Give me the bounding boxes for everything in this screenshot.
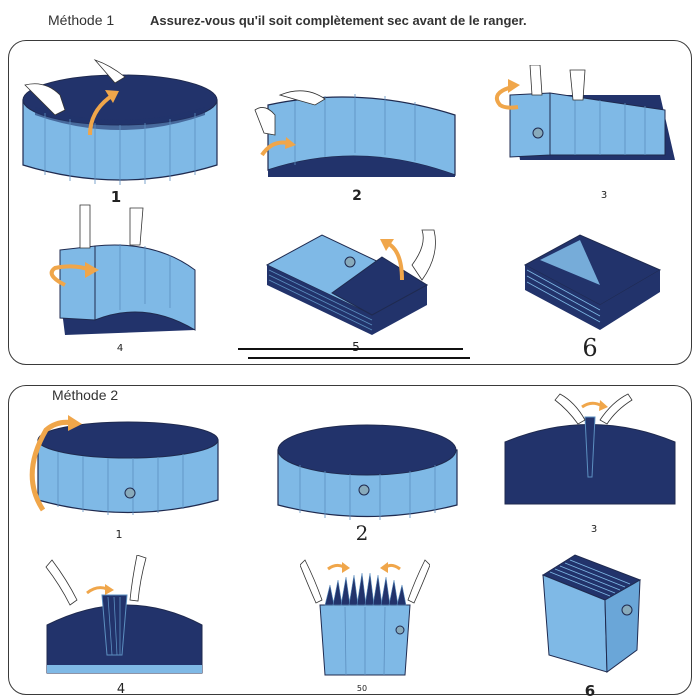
method2-step6-label: 6 [584, 682, 596, 700]
divider-line-lower [248, 357, 470, 359]
method1-subtitle: Assurez-vous qu'il soit complètement sec… [150, 13, 527, 28]
method1-step1-label: 1 [110, 188, 122, 206]
method1-step3-illustration [495, 65, 675, 160]
method1-step2-label: 2 [352, 188, 362, 204]
method1-step2-illustration [254, 90, 456, 177]
method2-step5-illustration [300, 559, 430, 676]
method2-step3-illustration [504, 393, 676, 505]
method2-step4-illustration [45, 555, 203, 674]
method2-step3-label: 3 [590, 524, 598, 535]
method1-step6-label: 6 [582, 334, 598, 362]
method2-step2-label: 2 [355, 521, 369, 545]
method1-title: Méthode 1 [40, 12, 123, 28]
method2-step6-illustration [541, 554, 642, 673]
method2-step2-illustration [277, 424, 458, 520]
method1-step4-label: 4 [116, 343, 124, 354]
divider-line-upper [238, 348, 463, 350]
method2-panel [8, 385, 692, 695]
method2-step5-label: 50 [356, 684, 368, 693]
method1-step4-illustration [49, 204, 196, 335]
method1-step5-label: 5 [352, 340, 360, 354]
method1-step3-label: 3 [600, 190, 608, 201]
method2-title: Méthode 2 [44, 387, 127, 403]
method2-step4-label: 4 [116, 682, 126, 697]
method2-step1-illustration [29, 415, 219, 515]
method1-step1-illustration [22, 59, 218, 185]
method1-step5-illustration [265, 229, 436, 335]
method1-panel [8, 40, 692, 365]
method2-step1-label: 1 [115, 528, 123, 541]
method1-step6-illustration [523, 234, 662, 330]
